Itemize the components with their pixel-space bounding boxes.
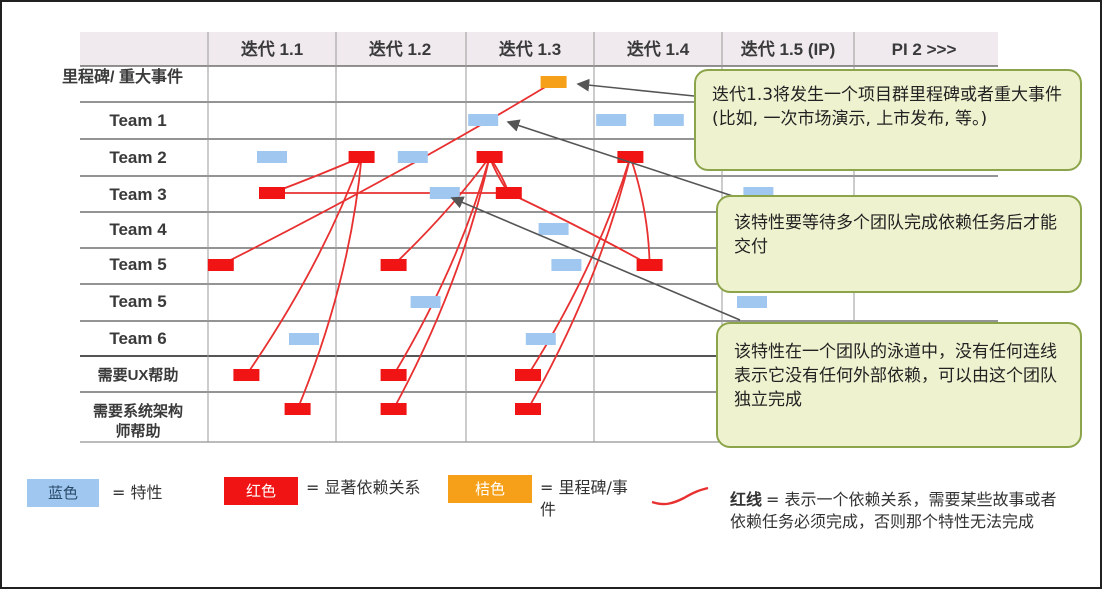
dependency-card [476,151,503,163]
row-label-architect-line-2: 师帮助 [115,423,161,440]
legend-swatch-feature: 蓝色 [27,479,99,507]
callout-pointer-arrow [506,119,761,206]
row-label-architect-help: 需要系统架构 师帮助 [74,402,202,442]
feature-card [468,114,499,126]
row-label-team-3: Team 3 [109,185,167,204]
column-header-iteration-1-1: 迭代 1.1 [240,40,304,59]
dependency-link [527,156,632,376]
header-band [80,32,998,66]
dependency-card [380,403,407,415]
column-header-iteration-1-2: 迭代 1.2 [368,40,432,59]
dependency-card [259,187,285,199]
row-label-team-4: Team 4 [109,220,167,239]
dependency-card [617,151,644,163]
dependency-link [629,156,651,266]
row-label-team-2: Team 2 [109,148,167,167]
dependency-card [495,187,522,199]
dependency-link [392,156,491,266]
feature-card [289,333,319,345]
feature-card [410,296,441,308]
dependency-link [527,156,632,410]
dependency-link [508,192,651,266]
dependency-card [636,259,663,271]
dependency-card [348,151,375,163]
feature-card [429,187,460,199]
board-items [207,76,774,415]
row-label-milestone: 里程碑/ 重大事件 [62,69,183,86]
column-header-iteration-1-3: 迭代 1.3 [498,40,562,59]
feature-card [551,259,582,271]
dependency-link [392,156,491,376]
dependency-card [515,369,541,381]
callout-pointers [450,78,761,321]
feature-card [397,151,428,163]
callout-multi-team: 该特性要等待多个团队完成依赖任务后才能交付 [716,195,1082,293]
legend-line-label: 红线 [730,489,764,511]
dependency-link [296,156,363,410]
legend-dependency-meaning: = 显著依赖关系 [306,478,421,497]
callout-single-team: 该特性在一个团队的泳道中，没有任何连线表示它没有任何外部依赖，可以由这个团队独立… [716,322,1082,448]
dependency-card [515,403,541,415]
feature-card [737,296,767,308]
legend-red-line-icon [651,486,709,506]
callout-milestone: 迭代1.3将发生一个项目群里程碑或者重大事件 (比如, 一次市场演示, 上市发布… [694,69,1082,171]
legend-milestone-meaning: = 里程碑/事件 [540,478,628,519]
legend-line-meaning: = 表示一个依赖关系，需要某些故事或者依赖任务必须完成，否则那个特性无法完成 [730,490,1057,531]
column-header-pi-2: PI 2 >>> [891,40,957,59]
feature-card [257,151,287,163]
feature-card [653,114,684,126]
column-header-iteration-1-4: 迭代 1.4 [626,40,690,59]
dependency-links [220,81,651,410]
legend-swatch-milestone: 桔色 [448,475,532,503]
dependency-card [380,259,407,271]
feature-card [525,333,556,345]
row-label-ux-help: 需要UX帮助 [97,367,179,384]
dependency-link [392,156,491,410]
row-label-team-1: Team 1 [109,111,167,130]
row-label-team-5: Team 5 [109,255,167,274]
callout-pointer-arrow [450,196,741,321]
dependency-link [220,81,555,266]
legend-line-label-text: 红线 [730,490,763,509]
row-label-architect-line-1: 需要系统架构 [92,403,183,420]
dependency-card [284,403,311,415]
dependency-card [207,259,234,271]
dependency-card [233,369,260,381]
legend-feature-meaning: = 特性 [112,483,163,502]
dependency-link [245,156,363,376]
dependency-card [380,369,407,381]
feature-card [538,223,569,235]
milestone-card [540,76,567,88]
callout-pointer-arrow [576,78,695,97]
column-header-iteration-1-5: 迭代 1.5 (IP) [740,40,836,59]
legend-swatch-dependency: 红色 [224,477,298,505]
row-label-team-5-second: Team 5 [109,292,167,311]
feature-card [596,114,627,126]
row-label-team-6: Team 6 [109,329,167,348]
